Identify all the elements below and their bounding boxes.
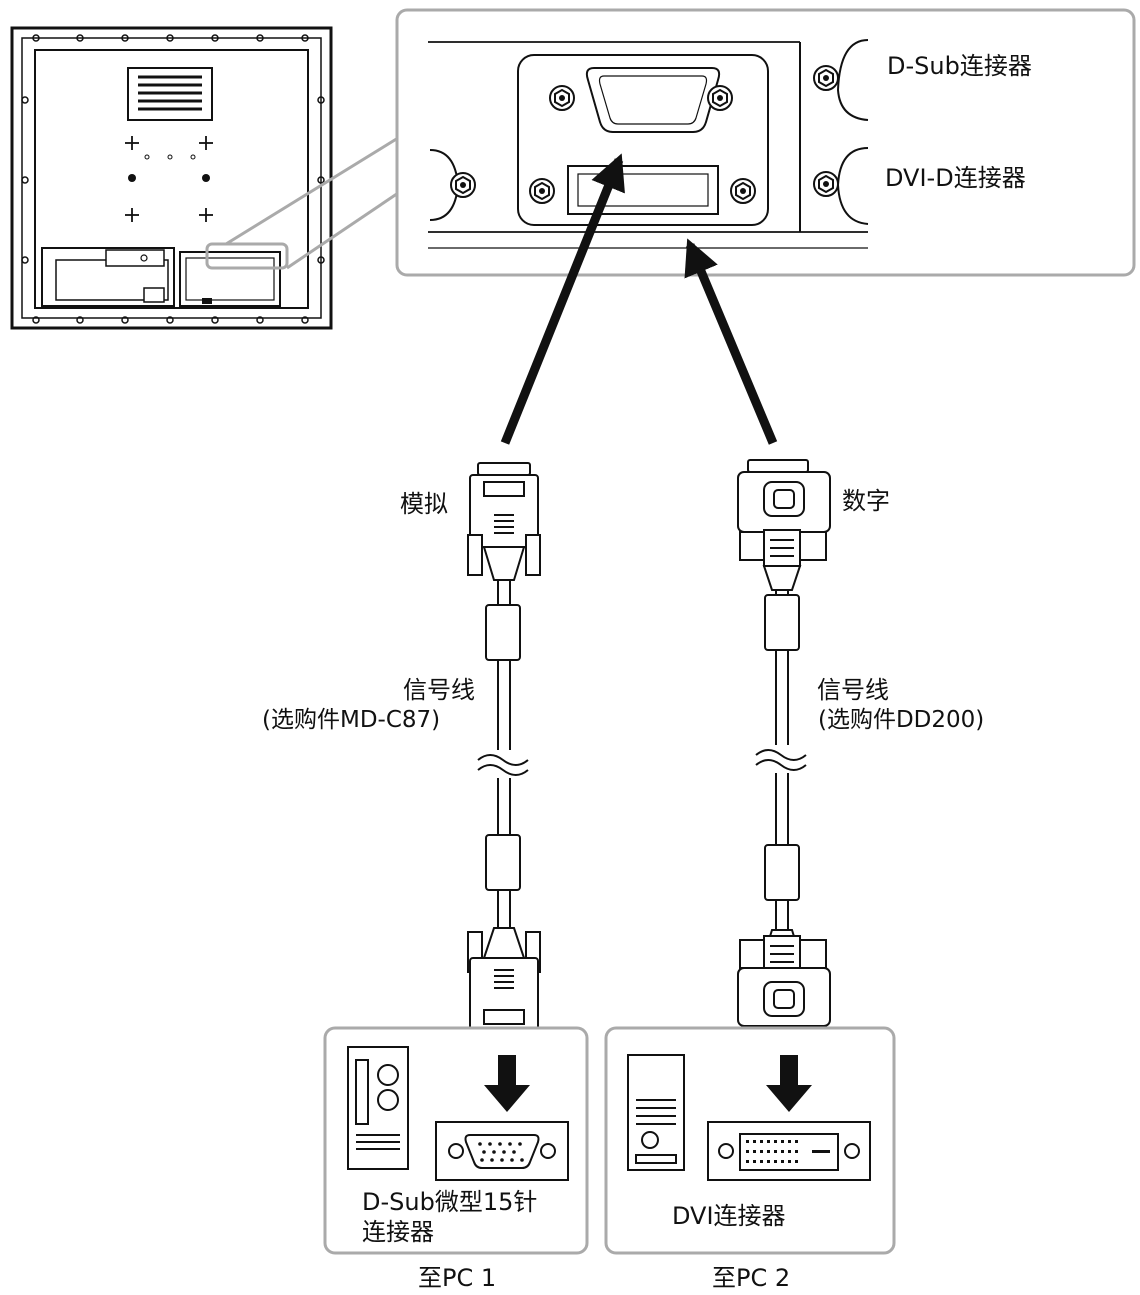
pc1-connector-label-line2: 连接器 <box>362 1218 434 1246</box>
analog-cable <box>467 462 541 1043</box>
pc2-tower-icon <box>627 1054 685 1171</box>
pc2-down-arrow <box>766 1055 812 1112</box>
analog-cable-name: 信号线 <box>403 676 475 704</box>
pc2-box <box>604 1026 896 1255</box>
pc1-box <box>323 1026 589 1255</box>
digital-cable-name: 信号线 <box>817 676 889 704</box>
pc1-target-label: 至PC 1 <box>418 1264 497 1292</box>
pc1-connector-label-line1: D-Sub微型15针 <box>362 1188 538 1216</box>
monitor-rear-view <box>10 26 333 330</box>
pc1-dsub-port-icon <box>435 1121 569 1181</box>
digital-cable-option: (选购件DD200) <box>818 707 985 733</box>
analog-label: 模拟 <box>400 490 448 518</box>
zoom-callout-lines <box>225 136 411 270</box>
pc1-tower-icon <box>347 1046 409 1170</box>
dsub-connector-label: D-Sub连接器 <box>887 52 1032 80</box>
connector-zoom-panel <box>395 8 1136 277</box>
digital-cable <box>737 459 831 1039</box>
digital-label: 数字 <box>842 487 890 515</box>
pc1-down-arrow <box>484 1055 530 1112</box>
dvi-d-connector-label: DVI-D连接器 <box>885 164 1026 192</box>
analog-cable-option: (选购件MD-C87) <box>262 707 441 733</box>
arrow-digital-to-dvi <box>684 238 778 445</box>
pc2-dvi-port-icon <box>707 1121 871 1181</box>
arrow-analog-to-dsub <box>500 153 625 445</box>
pc2-connector-label: DVI连接器 <box>672 1202 786 1230</box>
pc2-target-label: 至PC 2 <box>712 1264 791 1292</box>
